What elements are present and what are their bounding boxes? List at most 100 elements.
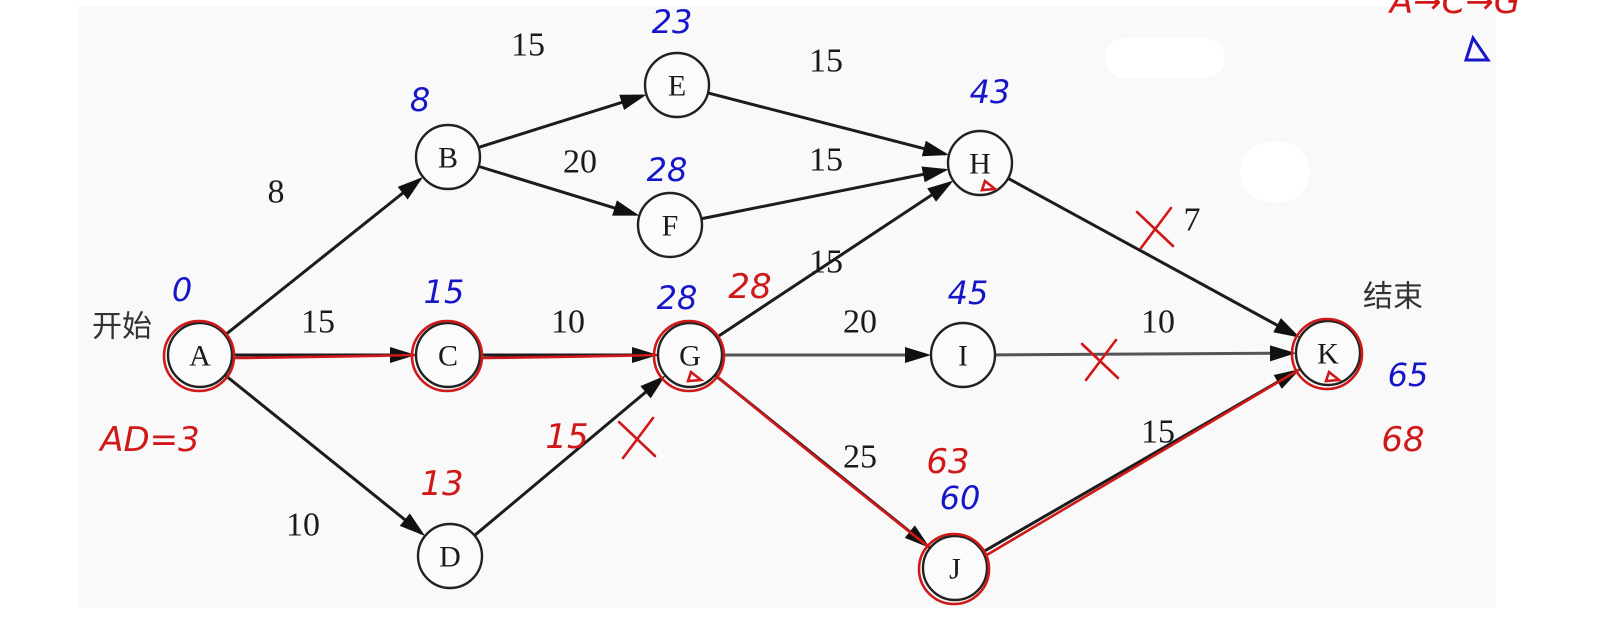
edge-I-K [994, 345, 1297, 362]
diagram-panel [78, 6, 1496, 608]
node-circle [416, 522, 484, 590]
edge-weight-label: 7 [1184, 202, 1201, 239]
edge-D-G [473, 375, 666, 537]
node-circle [929, 321, 997, 389]
node-label: E [668, 70, 686, 103]
edge-weight-label: 20 [843, 304, 877, 341]
node-circle [414, 123, 482, 191]
critical-path-stroke [482, 353, 660, 360]
arrowhead-icon [1269, 345, 1297, 362]
annotation-top-right: A→C→G [1388, 0, 1520, 22]
edge-weight-label: 15 [1141, 414, 1175, 451]
node-circle [636, 191, 704, 259]
node-label: D [439, 541, 461, 574]
critical-path-layer [234, 353, 1302, 557]
edge-weight-label: 10 [286, 507, 320, 544]
critical-path-stroke [985, 367, 1302, 557]
edge-line [994, 351, 1293, 357]
node-circle [643, 51, 711, 119]
edge-weight-label: 15 [809, 43, 843, 80]
triangle-icon [1463, 34, 1491, 62]
arrowhead-icon [921, 140, 950, 157]
node-D: D [416, 522, 484, 590]
arrowhead-icon [640, 375, 666, 399]
node-circle [656, 321, 724, 389]
edge-line [224, 178, 421, 337]
node-label: B [438, 142, 458, 175]
critical-node-ring [1290, 317, 1364, 391]
node-A: A [162, 319, 236, 393]
earliest-time-label: 60 [940, 479, 981, 517]
edge-line [701, 168, 945, 221]
critical-node-ring [917, 532, 991, 606]
earliest-time-label: 0 [172, 271, 192, 309]
edge-line [473, 376, 664, 537]
node-K: K [1290, 317, 1364, 391]
node-F: F [636, 191, 704, 259]
node-E: E [643, 51, 711, 119]
arrowhead-icon [397, 176, 423, 200]
edge-line [478, 94, 644, 149]
arrowhead-icon [619, 94, 647, 111]
node-label: F [662, 210, 679, 243]
earliest-time-label: 23 [652, 3, 693, 41]
edge-line [1007, 177, 1298, 338]
node-label: A [189, 340, 211, 373]
edge-E-H [707, 91, 950, 157]
edge-line [478, 164, 637, 216]
edge-weight-label: 8 [268, 174, 285, 211]
edge-B-F [478, 164, 640, 216]
arrowhead-icon [921, 166, 949, 183]
node-label: I [958, 340, 968, 373]
earliest-time-label: 8 [410, 81, 430, 119]
edge-line [715, 181, 951, 339]
edge-weight-label: 15 [809, 142, 843, 179]
glare-spot [1240, 142, 1310, 202]
labels-layer: 开始 结束 AD=3 13 15 28 63 68 A→C→G 81510152… [92, 0, 1520, 544]
edge-weight-label: 15 [809, 244, 843, 281]
critical-node-ring [162, 319, 236, 393]
arrowhead-icon [612, 200, 640, 216]
annotation-dg-red: 15 [545, 417, 588, 457]
node-circle [1294, 319, 1362, 387]
annotation-g-red: 28 [728, 267, 771, 307]
edge-weight-label: 20 [563, 144, 597, 181]
annotation-d-red: 13 [420, 464, 463, 504]
hand-mark-icon [980, 178, 999, 192]
annotation-ad: AD=3 [98, 420, 200, 460]
end-label: 结束 [1363, 280, 1423, 315]
critical-node-ring [652, 319, 726, 393]
node-label: J [949, 553, 961, 586]
edge-weight-label: 10 [1141, 304, 1175, 341]
critical-path-stroke [234, 353, 418, 360]
node-I: I [929, 321, 997, 389]
node-circle [946, 129, 1014, 197]
edge-weight-label: 15 [511, 27, 545, 64]
nodes-layer: A B C D E F G H I J K [162, 51, 1364, 606]
node-label: G [679, 340, 701, 373]
cross-mark-icon [1135, 206, 1175, 250]
hand-mark-icon [1324, 369, 1343, 383]
earliest-time-label: 28 [657, 279, 698, 317]
earliest-time-label: 28 [647, 151, 688, 189]
edge-weight-label: 15 [301, 304, 335, 341]
edge-F-H [701, 166, 949, 221]
node-circle [921, 534, 989, 602]
node-circle [414, 321, 482, 389]
edge-H-K [1007, 177, 1300, 338]
earliest-time-label: 65 [1388, 356, 1429, 394]
cross-mark-icon [1080, 338, 1120, 382]
edge-weight-label: 25 [843, 439, 877, 476]
critical-node-ring [410, 319, 484, 393]
edge-line [223, 373, 423, 535]
node-H: H [946, 129, 1014, 197]
edge-A-B [224, 176, 423, 337]
edge-weight-label: 10 [551, 304, 585, 341]
node-label: K [1317, 338, 1339, 371]
edge-A-D [223, 373, 426, 536]
node-circle [166, 321, 234, 389]
node-J: J [917, 532, 991, 606]
node-label: H [969, 148, 991, 181]
node-C: C [410, 319, 484, 393]
